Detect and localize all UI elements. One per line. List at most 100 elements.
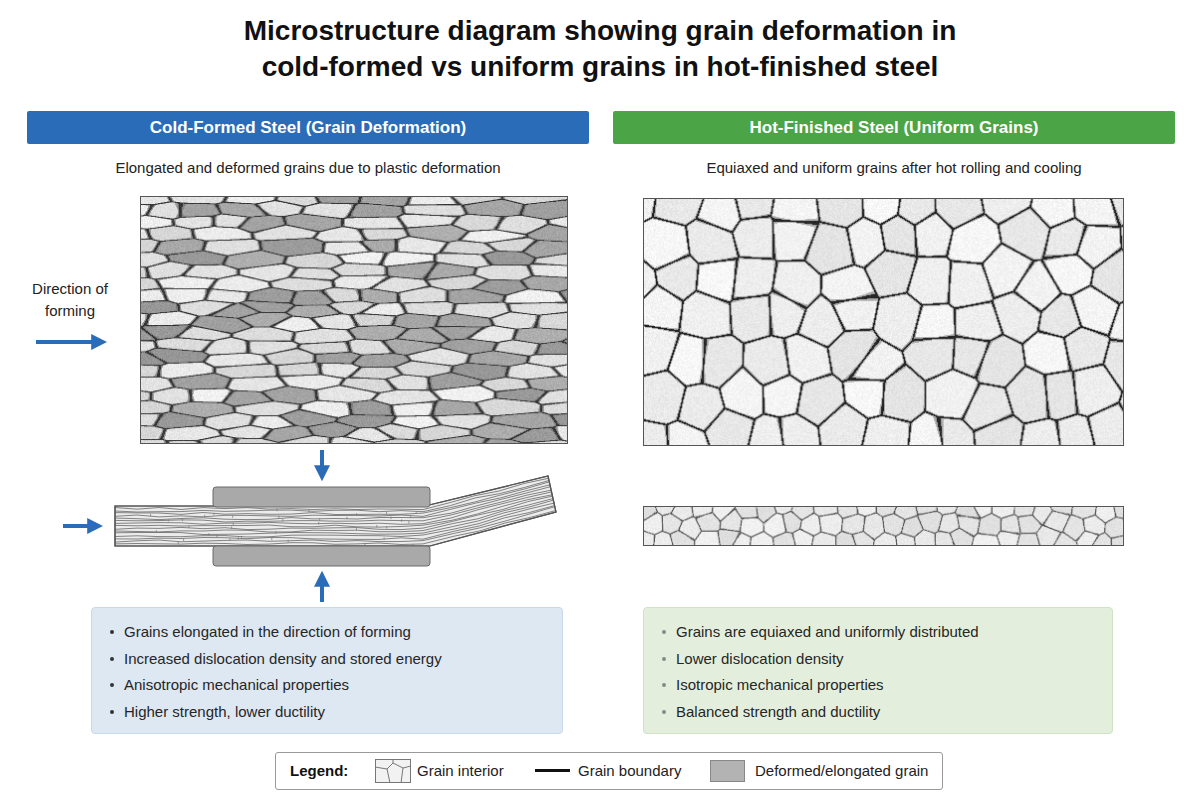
bar-grain-tick: [410, 516, 411, 519]
bullet-row: Grains elongated in the direction of for…: [124, 619, 552, 646]
bar-grain-tick: [278, 516, 279, 519]
bar-grain-tick: [182, 519, 183, 522]
bar-grain-tick: [277, 509, 278, 512]
bar-grain-tick: [241, 536, 242, 539]
icon-grain-lines: [375, 759, 411, 783]
property-box: Grains elongated in the direction of for…: [91, 607, 563, 734]
property-box: Grains are equiaxed and uniformly distri…: [643, 607, 1113, 734]
bar-grain-tick: [318, 522, 319, 525]
bar-grain-tick: [213, 513, 214, 516]
bar-grain-tick: [356, 528, 357, 531]
bullet-text: Grains are equiaxed and uniformly distri…: [676, 623, 979, 640]
section-header: Cold-Formed Steel (Grain Deformation): [27, 111, 589, 144]
bar-grain-line: [115, 507, 555, 542]
bar-grain-tick: [309, 510, 310, 513]
bar-grain-tick: [275, 531, 276, 534]
bullet-row: Anisotropic mechanical properties: [124, 672, 552, 699]
bar-grain-tick: [233, 523, 234, 526]
bar-grain-line: [115, 503, 554, 537]
legend-text: Grain boundary: [578, 761, 681, 781]
upper-die: [213, 487, 430, 507]
bullet-dot: [110, 710, 114, 714]
bar-grain-tick: [150, 514, 151, 517]
bar-grain-tick: [386, 526, 387, 529]
section-header: Hot-Finished Steel (Uniform Grains): [613, 111, 1175, 144]
bar-grain-tick: [288, 540, 289, 543]
bullet-text: Balanced strength and ductility: [676, 703, 880, 720]
bullet-dot: [662, 710, 666, 714]
bar-grain-tick: [156, 530, 157, 533]
bar-grain-tick: [319, 518, 320, 521]
bullet-text: Grains elongated in the direction of for…: [124, 623, 411, 640]
bar-grain-tick: [229, 538, 230, 541]
diagram-title: Microstructure diagram showing grain def…: [220, 13, 980, 85]
legend-text: Grain interior: [417, 761, 504, 781]
hot-micrograph: [643, 198, 1124, 446]
bullet-row: Balanced strength and ductility: [676, 699, 1102, 726]
hot-strip: [643, 506, 1124, 546]
bar-grain-tick: [238, 537, 239, 540]
annotation-label: Equiaxed and uniform grains after hot ro…: [613, 158, 1175, 178]
bullet-text: Lower dislocation density: [676, 650, 844, 667]
bullet-dot: [110, 683, 114, 687]
bullet-text: Increased dislocation density and stored…: [124, 650, 442, 667]
bar-grain-tick: [401, 519, 402, 522]
feed-arrow: [63, 524, 96, 528]
bullet-row: Lower dislocation density: [676, 646, 1102, 673]
icon-frame: [376, 760, 411, 783]
bar-grain-tick: [271, 538, 272, 541]
bullet-dot: [662, 630, 666, 634]
bar-grain-tick: [208, 533, 209, 536]
bar-grain-tick: [356, 513, 357, 516]
bullet-text: Higher strength, lower ductility: [124, 703, 325, 720]
bar-grain-tick: [204, 515, 205, 518]
deformed-bar: [115, 476, 556, 546]
bar-grain-tick: [346, 517, 347, 520]
legend-grain-icon: [375, 759, 411, 783]
cold-micrograph: [140, 196, 568, 444]
bullet-dot: [110, 657, 114, 661]
bar-grain-tick: [416, 511, 417, 514]
bar-grain-tick: [168, 519, 169, 522]
press-arrow-up: [320, 578, 324, 602]
bar-grain-tick: [391, 517, 392, 520]
bar-grain-tick: [178, 542, 179, 545]
bar-grain-tick: [231, 527, 232, 530]
bullet-dot: [662, 657, 666, 661]
deformed-bar-outline: [115, 476, 556, 546]
bullet-row: Higher strength, lower ductility: [124, 699, 552, 726]
press-arrow-down: [320, 450, 324, 474]
bar-grain-line: [115, 506, 555, 540]
annotation-label: Direction of forming: [20, 278, 120, 322]
bullet-row: Grains are equiaxed and uniformly distri…: [676, 619, 1102, 646]
bullet-text: Isotropic mechanical properties: [676, 676, 884, 693]
bar-grain-tick: [189, 526, 190, 529]
forming-direction-arrow: [36, 340, 100, 344]
annotation-label: Elongated and deformed grains due to pla…: [27, 158, 589, 178]
bar-grain-tick: [408, 521, 409, 524]
legend-text: Deformed/elongated grain: [755, 761, 928, 781]
bullet-row: Isotropic mechanical properties: [676, 672, 1102, 699]
bar-grain-line: [115, 482, 550, 515]
bullet-row: Increased dislocation density and stored…: [124, 646, 552, 673]
bar-grain-line: [115, 481, 549, 513]
bullet-text: Anisotropic mechanical properties: [124, 676, 349, 693]
bar-grain-tick: [282, 519, 283, 522]
header-text: Hot-Finished Steel (Uniform Grains): [613, 111, 1175, 144]
bar-grain-line: [115, 511, 556, 545]
bullet-dot: [662, 683, 666, 687]
bar-grain-tick: [364, 543, 365, 546]
header-text: Cold-Formed Steel (Grain Deformation): [27, 111, 589, 144]
bar-grain-tick: [376, 525, 377, 528]
bar-grain-lines: [115, 478, 556, 546]
bar-grain-tick: [384, 537, 385, 540]
bullet-dot: [110, 630, 114, 634]
bar-grain-tick: [183, 539, 184, 542]
bar-grain-tick: [386, 512, 387, 514]
lower-die: [213, 546, 430, 566]
bar-grain-tick: [232, 515, 233, 518]
bar-grain-tick: [216, 535, 217, 538]
annotation-label: Legend:: [290, 761, 348, 781]
bar-grain-line: [115, 478, 549, 509]
